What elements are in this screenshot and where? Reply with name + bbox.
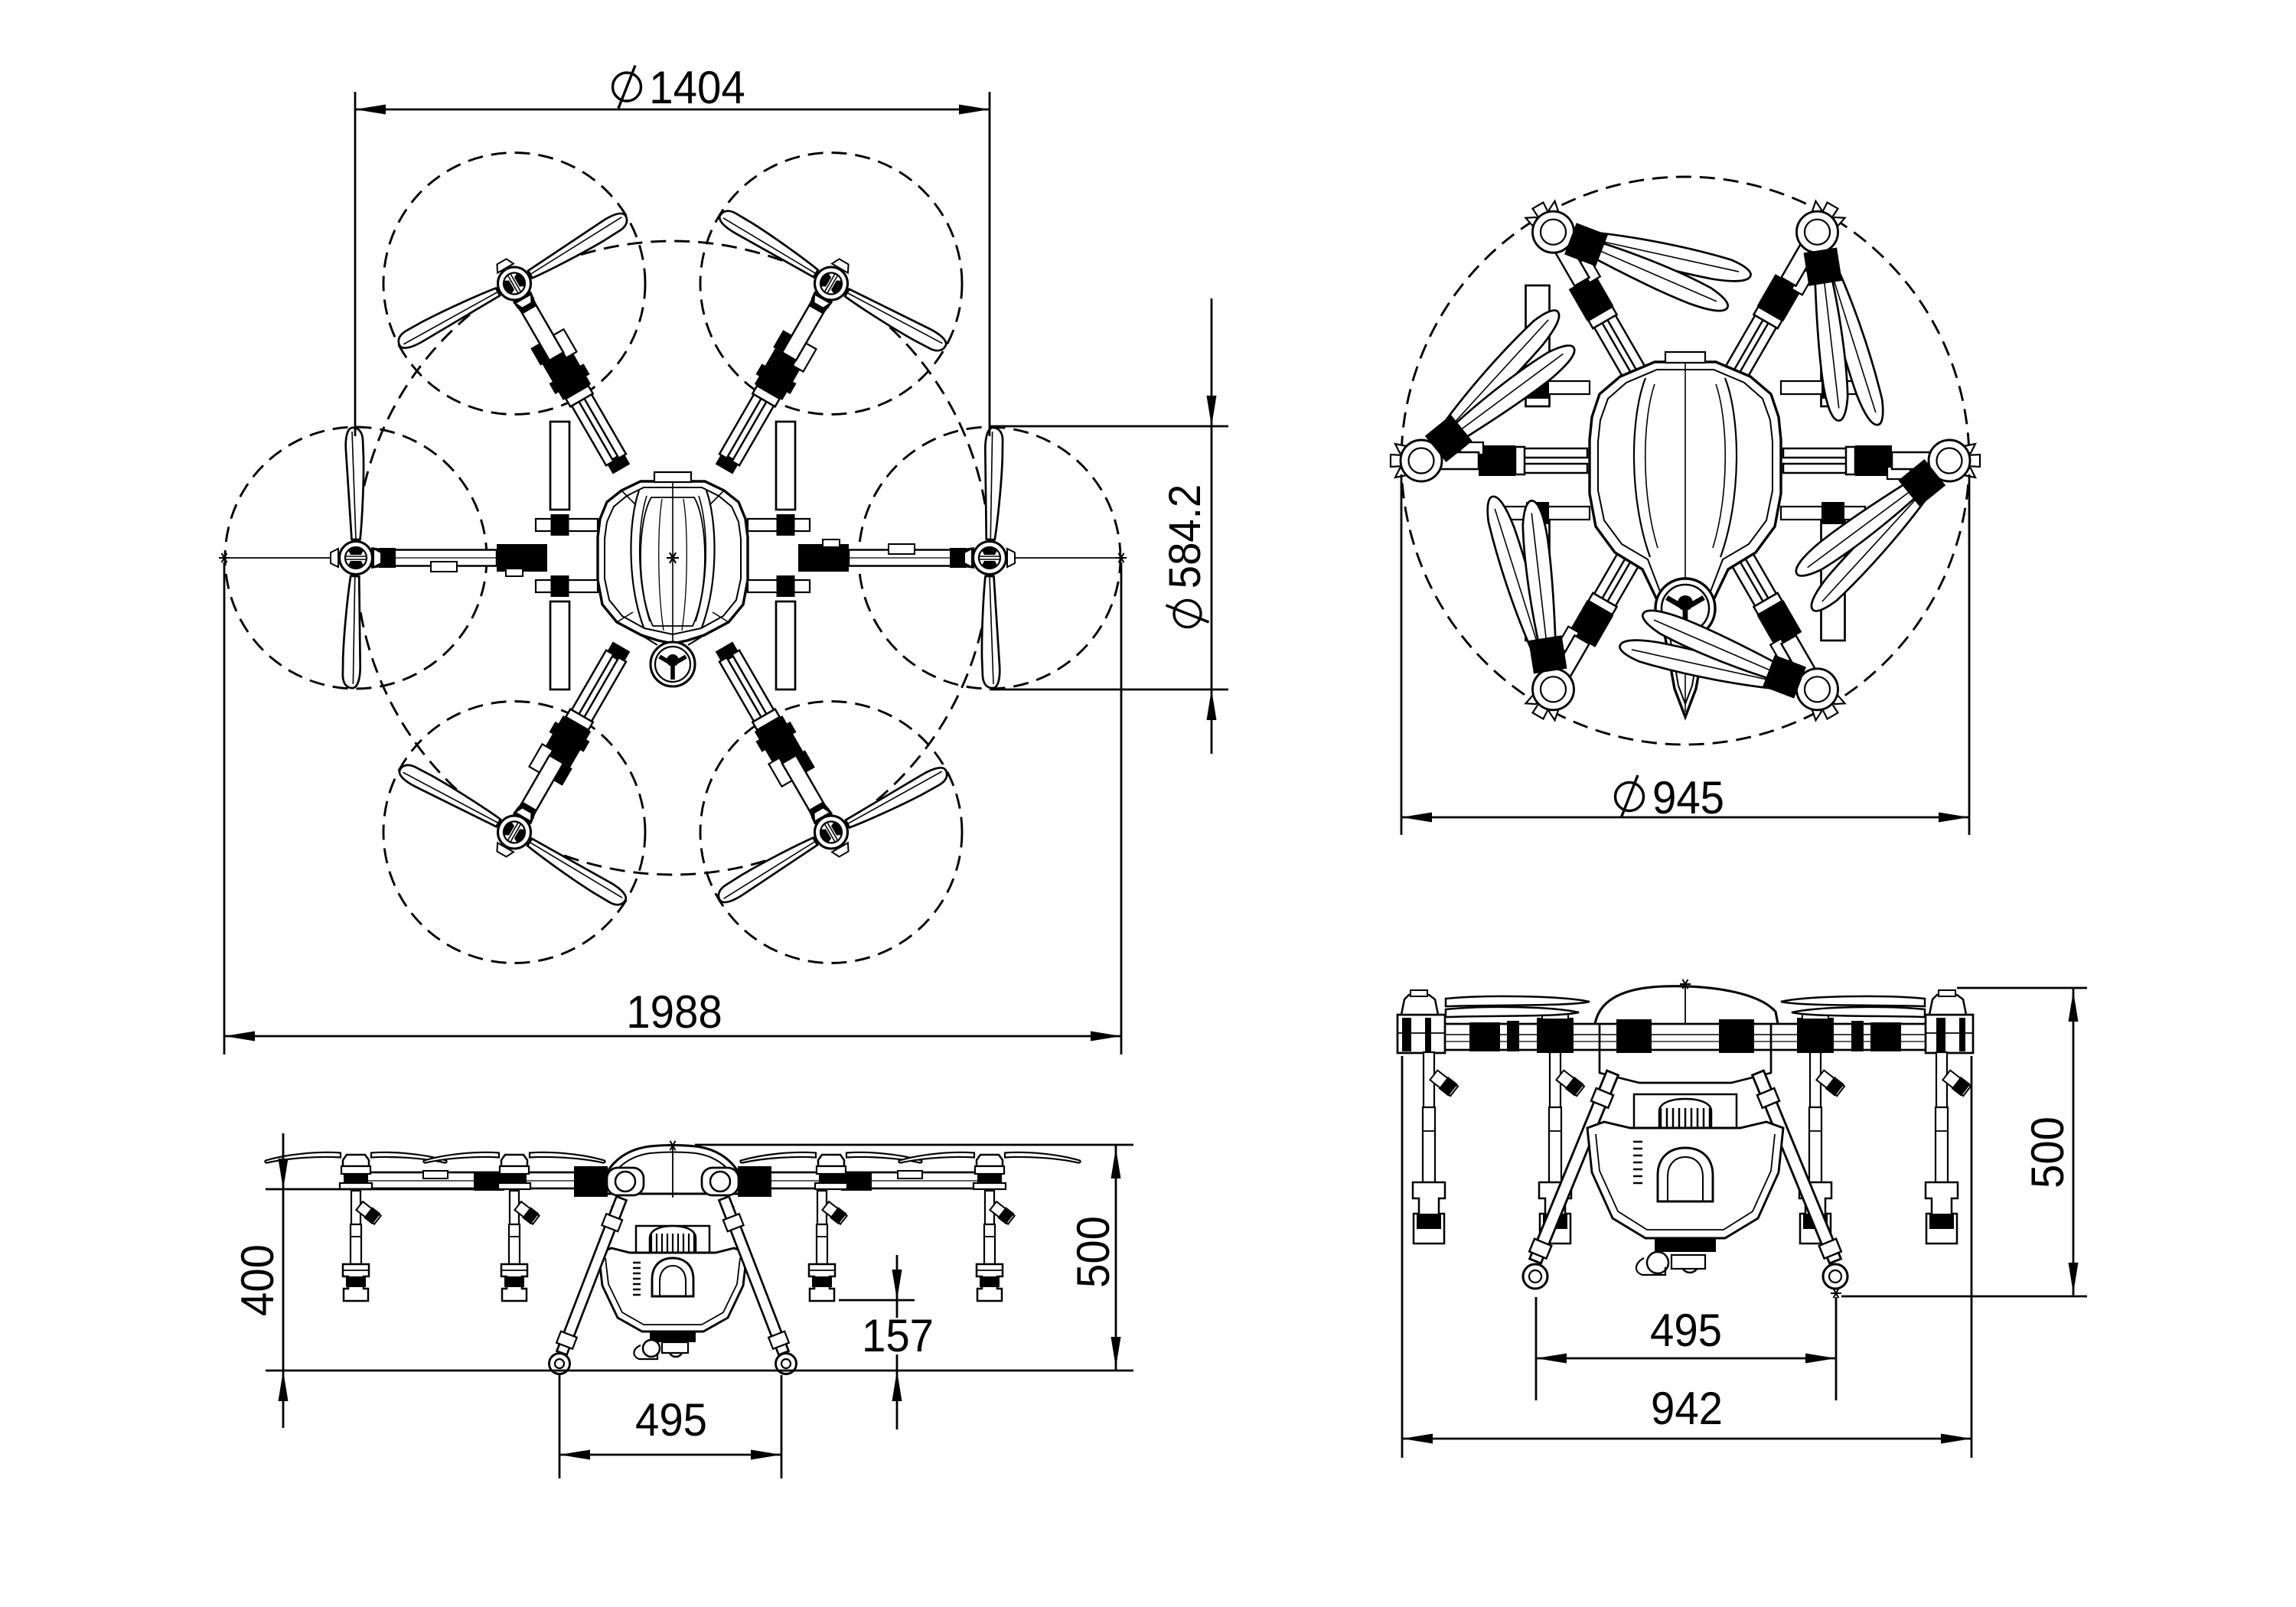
svg-text:500: 500 (1068, 1216, 1119, 1288)
svg-text:1988: 1988 (626, 986, 722, 1038)
svg-text:157: 157 (862, 1310, 934, 1361)
svg-text:942: 942 (1651, 1383, 1723, 1434)
svg-text:495: 495 (1650, 1305, 1722, 1356)
svg-text:1404: 1404 (649, 62, 745, 113)
svg-text:500: 500 (2022, 1116, 2073, 1188)
svg-text:945: 945 (1652, 772, 1724, 823)
svg-text:400: 400 (232, 1244, 283, 1316)
svg-text:495: 495 (635, 1394, 707, 1446)
svg-text:584.2: 584.2 (1159, 484, 1209, 588)
